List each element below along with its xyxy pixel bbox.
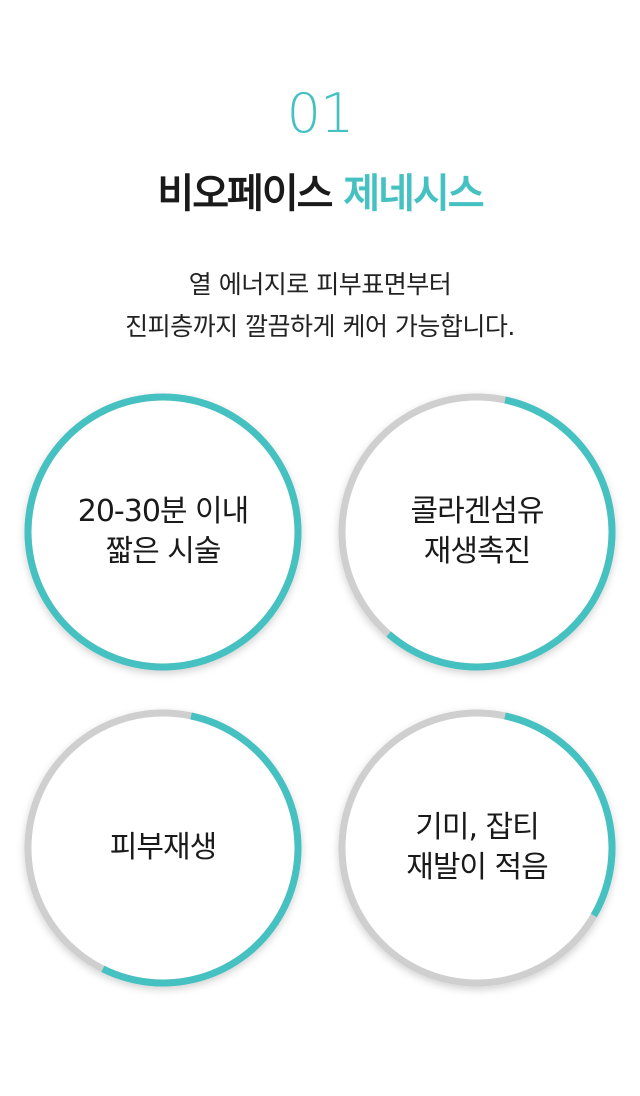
feature-3-ring xyxy=(24,709,302,987)
section-title: 비오페이스 제네시스 xyxy=(0,168,640,220)
feature-2-line-1: 콜라겐섬유 xyxy=(410,494,545,529)
feature-3-line-1: 피부재생 xyxy=(109,830,217,865)
feature-1-progress-arc xyxy=(24,393,302,671)
feature-1-ring xyxy=(24,393,302,671)
feature-1-label: 20-30분 이내 짧은 시술 xyxy=(43,492,283,572)
feature-4-ring xyxy=(338,709,616,987)
feature-4-label: 기미, 잡티 재발이 적음 xyxy=(357,808,597,888)
feature-2-label: 콜라겐섬유 재생촉진 xyxy=(357,492,597,572)
feature-1-line-1: 20-30분 이내 xyxy=(77,494,250,529)
description-line-1: 열 에너지로 피부표면부터 xyxy=(188,270,452,299)
feature-4-line-1: 기미, 잡티 xyxy=(415,810,539,845)
feature-3-progress-arc xyxy=(24,709,302,987)
feature-1-line-2: 짧은 시술 xyxy=(105,534,222,569)
section-number: 01 xyxy=(286,82,355,145)
section-description: 열 에너지로 피부표면부터 진피층까지 깔끔하게 케어 가능합니다. xyxy=(0,264,640,348)
title-main: 비오페이스 xyxy=(157,171,333,217)
feature-4-progress-arc xyxy=(338,709,616,987)
feature-2-line-2: 재생촉진 xyxy=(423,534,531,569)
description-line-2: 진피층까지 깔끔하게 케어 가능합니다. xyxy=(125,312,515,341)
title-accent: 제네시스 xyxy=(343,171,484,217)
feature-4-line-2: 재발이 적음 xyxy=(406,850,549,885)
feature-2-progress-arc xyxy=(338,393,616,671)
feature-2-ring xyxy=(338,393,616,671)
feature-3-label: 피부재생 xyxy=(43,828,283,868)
